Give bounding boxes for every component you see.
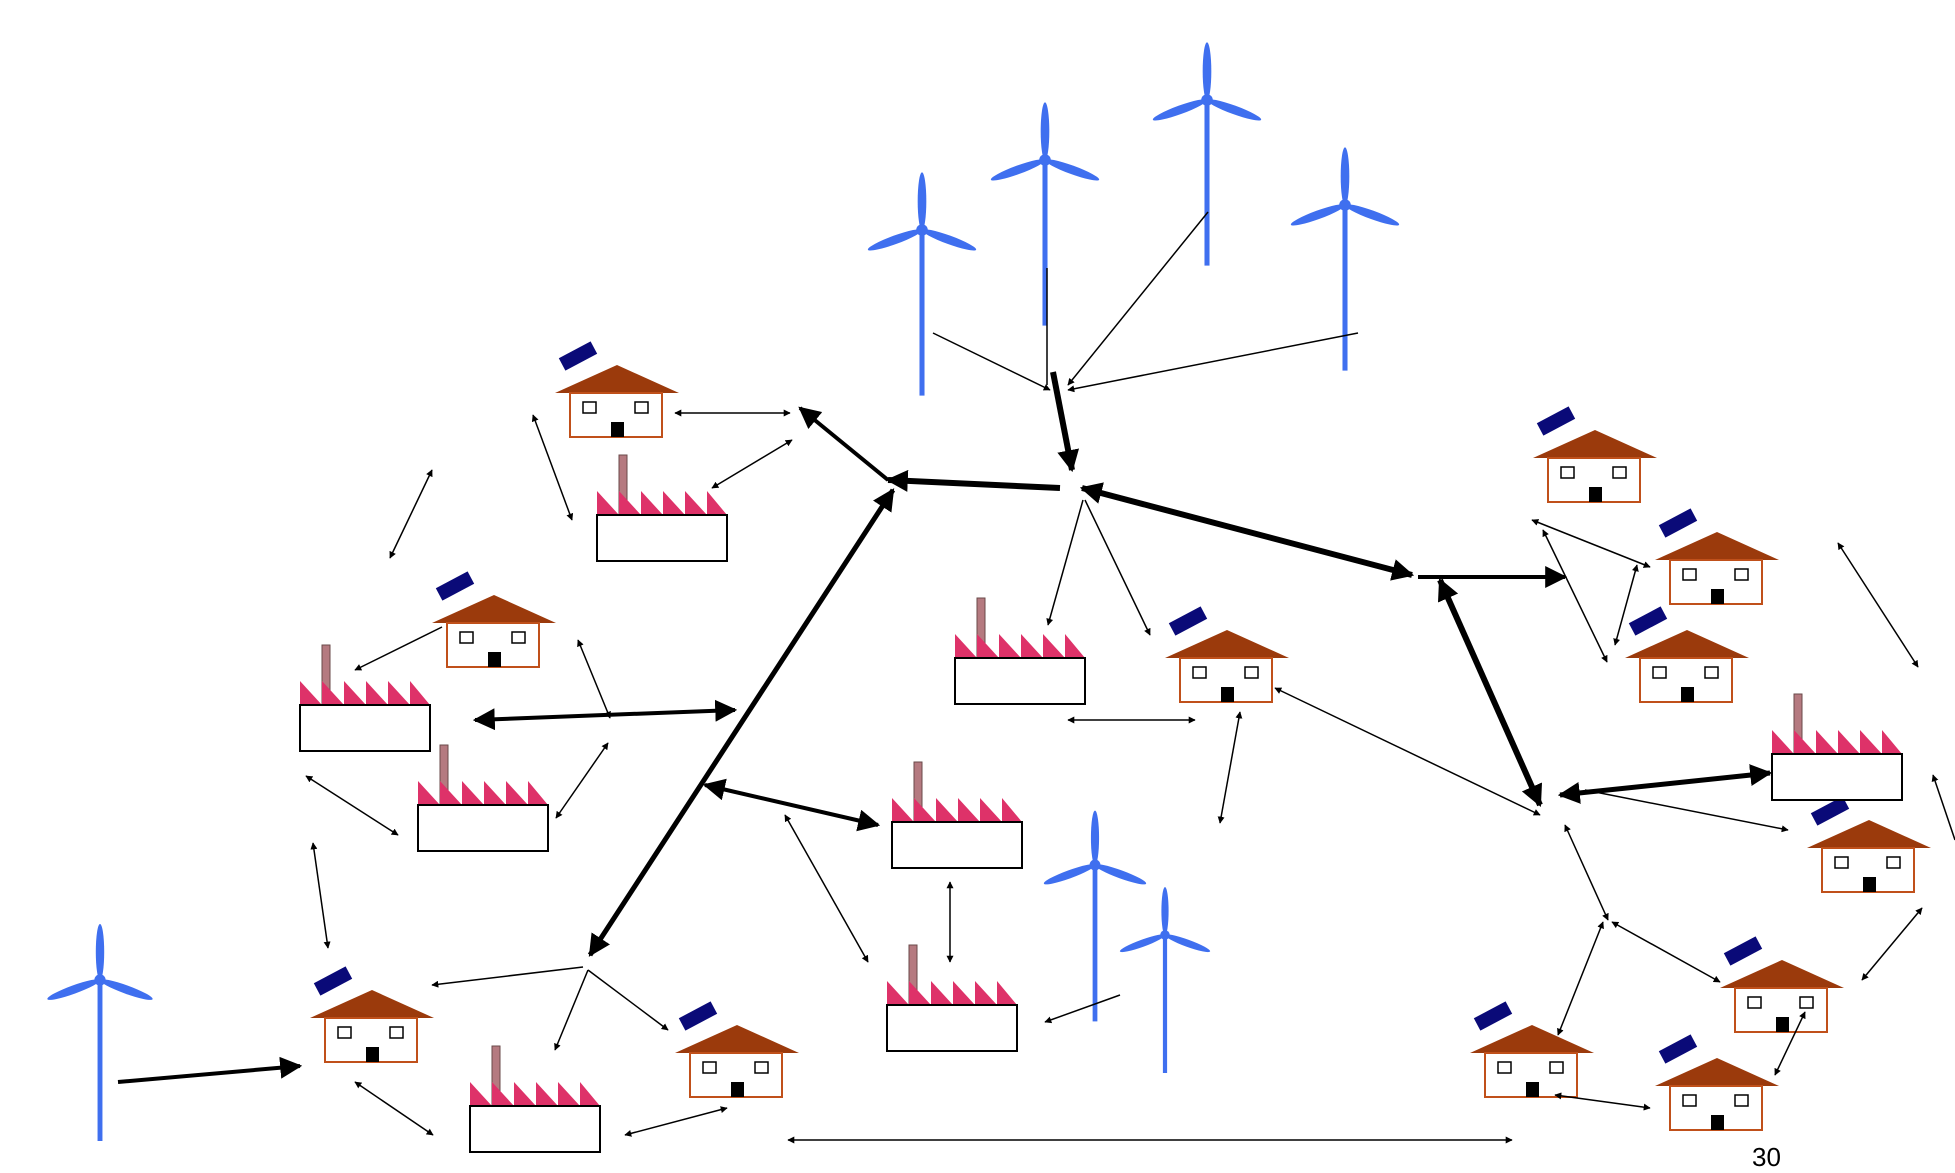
- power-trunk-line-3: [798, 406, 890, 482]
- power-link-48: [1861, 907, 1923, 981]
- wind-turbine-icon-4: [1289, 147, 1401, 371]
- power-link-49: [1774, 1011, 1806, 1076]
- factory-icon-2: [299, 644, 431, 752]
- power-trunk-line-2: [885, 469, 1061, 492]
- power-link-31: [784, 814, 869, 963]
- factory-icon-3: [417, 744, 549, 852]
- wind-turbine-icon-1: [866, 172, 978, 396]
- power-link-21: [577, 639, 611, 719]
- house-with-solar-panel-icon-5: [1164, 605, 1290, 703]
- power-link-14: [1067, 211, 1209, 386]
- power-link-24: [310, 842, 331, 949]
- power-link-43: [1931, 774, 1955, 841]
- power-link-12: [932, 332, 1051, 391]
- power-link-45: [1564, 824, 1609, 921]
- house-with-solar-panel-icon-3: [309, 965, 435, 1063]
- house-with-solar-panel-icon-4: [674, 1000, 800, 1098]
- power-link-25: [1046, 499, 1084, 626]
- power-link-35: [587, 969, 669, 1031]
- power-link-41: [1613, 564, 1639, 646]
- power-link-28: [1217, 711, 1243, 824]
- power-link-32: [1044, 994, 1121, 1024]
- power-trunk-line-7: [1437, 577, 1543, 808]
- house-with-solar-panel-icon-10: [1719, 935, 1845, 1033]
- power-link-34: [554, 969, 589, 1051]
- factory-icon-8: [1771, 693, 1903, 801]
- power-link-20: [354, 626, 443, 671]
- power-link-19: [389, 469, 433, 559]
- power-trunk-line-11: [472, 699, 738, 731]
- factory-icon-6: [886, 944, 1018, 1052]
- power-trunk-line-1: [1050, 371, 1080, 473]
- power-link-33: [431, 966, 584, 988]
- factory-icon-4: [954, 597, 1086, 705]
- power-link-47: [1611, 921, 1721, 983]
- power-link-50: [1554, 1092, 1651, 1111]
- wind-turbine-icon-7: [1118, 887, 1212, 1073]
- house-with-solar-panel-icon-8: [1624, 605, 1750, 703]
- power-link-22: [555, 742, 609, 819]
- page-number: 30: [1752, 1142, 1781, 1172]
- house-with-solar-panel-icon-7: [1654, 507, 1780, 605]
- power-link-17: [711, 439, 793, 489]
- power-link-29: [1274, 687, 1541, 816]
- power-link-18: [531, 414, 574, 521]
- power-link-46: [1557, 921, 1604, 1036]
- factory-icon-7: [469, 1045, 601, 1153]
- house-with-solar-panel-icon-9: [1806, 795, 1932, 893]
- power-link-44: [1584, 789, 1789, 833]
- wind-turbine-icon-6: [1042, 810, 1148, 1022]
- power-link-15: [1067, 332, 1359, 393]
- power-link-36: [354, 1081, 434, 1136]
- house-with-solar-panel-icon-12: [1654, 1033, 1780, 1131]
- power-trunk-line-4: [1079, 482, 1415, 581]
- power-link-42: [1837, 542, 1919, 668]
- wind-turbine-icon-2: [989, 102, 1101, 326]
- house-with-solar-panel-icon-6: [1532, 405, 1658, 503]
- power-link-26: [1084, 499, 1151, 636]
- house-with-solar-panel-icon-11: [1469, 1000, 1595, 1098]
- factory-icon-1: [596, 454, 728, 562]
- power-trunk-line-10: [702, 778, 881, 832]
- house-with-solar-panel-icon-1: [554, 340, 680, 438]
- power-link-37: [624, 1106, 728, 1137]
- power-link-40: [1542, 529, 1608, 663]
- power-trunk-line-9: [117, 1056, 303, 1084]
- power-trunk-line-6: [587, 488, 896, 957]
- power-link-23: [305, 775, 399, 836]
- house-with-solar-panel-icon-2: [431, 570, 557, 668]
- wind-turbine-icon-3: [1151, 42, 1263, 266]
- wind-turbine-icon-5: [45, 924, 155, 1141]
- factory-icon-5: [891, 761, 1023, 869]
